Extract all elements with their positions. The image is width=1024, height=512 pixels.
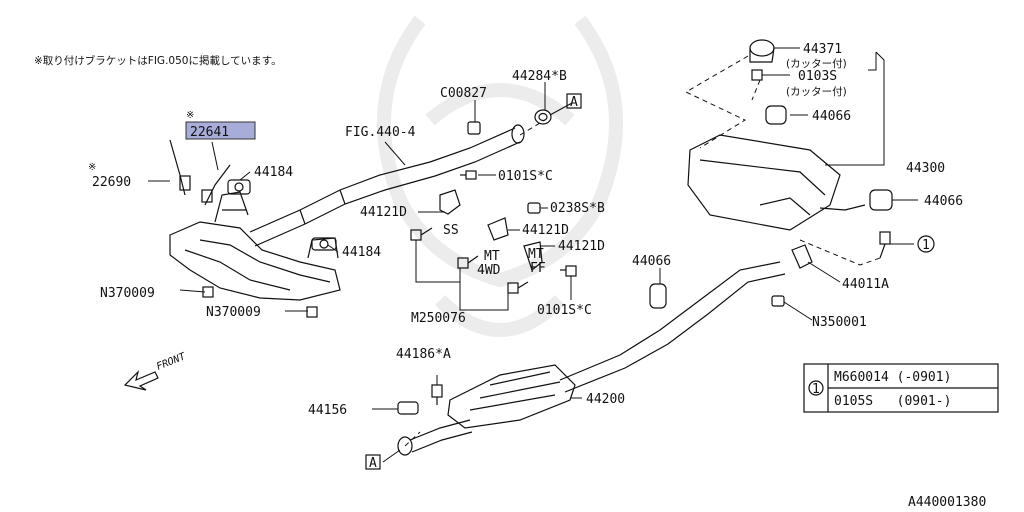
rubber-hanger-44066-mid	[649, 283, 667, 309]
leader-lines	[148, 47, 918, 463]
label-44200[interactable]: 44200	[586, 392, 625, 407]
label-mt-4wd-1: MT	[484, 249, 500, 264]
label-44156[interactable]: 44156	[308, 403, 347, 418]
label-n350001[interactable]: N350001	[812, 315, 867, 330]
label-n370009-b[interactable]: N370009	[206, 305, 261, 320]
label-44300[interactable]: 44300	[906, 161, 945, 176]
spring-44156	[397, 401, 419, 415]
nut-n350001	[771, 295, 785, 307]
front-label: FRONT	[155, 351, 188, 373]
label-0238sb[interactable]: 0238S*B	[550, 201, 605, 216]
bolt-m250076-b	[457, 255, 479, 269]
label-mt-ff-2: FF	[530, 261, 546, 276]
legend-circle-1: 1	[812, 382, 820, 397]
legend-row-2[interactable]: 0105S (0901-)	[834, 394, 951, 409]
label-44121d-a[interactable]: 44121D	[360, 205, 407, 220]
bolt-0101sc-a	[460, 170, 477, 180]
label-22641[interactable]: 22641	[190, 125, 229, 140]
bracket-note: ※取り付けブラケットはFIG.050に掲載しています。	[34, 54, 282, 67]
catalytic-converter-44200	[447, 364, 576, 429]
bracket-44121d-ss	[439, 189, 461, 215]
label-22690[interactable]: 22690	[92, 175, 131, 190]
label-mt-4wd-2: 4WD	[477, 263, 501, 278]
nut-0238sb	[527, 202, 541, 214]
box-a-top	[566, 93, 582, 109]
figure-id: A440001380	[908, 495, 986, 510]
label-a-top[interactable]: A	[570, 95, 578, 110]
label-mt-ff-1: MT	[528, 247, 544, 262]
label-a-bottom[interactable]: A	[369, 456, 377, 471]
o2-sensor-22641	[201, 164, 231, 206]
rubber-hanger-44066-top	[765, 105, 787, 125]
label-44011a[interactable]: 44011A	[842, 277, 889, 292]
label-c00827[interactable]: C00827	[440, 86, 487, 101]
exhaust-manifold	[169, 191, 341, 301]
legend-row-1[interactable]: M660014 (-0901)	[834, 370, 951, 385]
label-44184-upper[interactable]: 44184	[254, 165, 293, 180]
center-pipe	[397, 261, 786, 456]
front-pipe	[249, 124, 525, 247]
bracket-44121d-ff	[523, 241, 543, 272]
legend-table: 1 M660014 (-0901) 0105S (0901-)	[803, 363, 999, 413]
label-0101sc-a[interactable]: 0101S*C	[498, 169, 553, 184]
label-44121d-b[interactable]: 44121D	[522, 223, 569, 238]
bracket-44121d-4wd	[487, 217, 509, 241]
label-44186a[interactable]: 44186*A	[396, 347, 451, 362]
label-fig440-4[interactable]: FIG.440-4	[345, 125, 416, 140]
gasket-44184-lower	[311, 237, 337, 251]
clip-c00827	[467, 121, 481, 135]
ref-mark-22641: ※	[186, 110, 194, 121]
label-44066-right[interactable]: 44066	[924, 194, 963, 209]
bolt-m250076-c	[507, 281, 529, 294]
front-arrow-icon: FRONT	[123, 351, 188, 391]
label-cutter-1: (カッター付)	[786, 57, 847, 70]
gasket-44011a	[791, 244, 813, 269]
label-44066-top[interactable]: 44066	[812, 109, 851, 124]
box-a-bottom	[365, 454, 381, 470]
label-0101sc-b[interactable]: 0101S*C	[537, 303, 592, 318]
rubber-hanger-44066-right	[869, 189, 893, 211]
bolt-0101sc-b	[560, 265, 577, 277]
ref-mark-22690: ※	[88, 162, 96, 173]
label-circle-1[interactable]: 1	[922, 238, 930, 253]
label-44184-lower[interactable]: 44184	[342, 245, 381, 260]
label-44371[interactable]: 44371	[803, 42, 842, 57]
bolt-44186a	[431, 384, 443, 405]
bolt-circle-1	[879, 231, 891, 259]
o2-sensor-22690	[169, 139, 191, 196]
tail-pipe-cutter-44371	[749, 39, 775, 63]
label-44066-mid[interactable]: 44066	[632, 254, 671, 269]
label-0103s[interactable]: 0103S	[798, 69, 837, 84]
label-cutter-2: (カッター付)	[786, 85, 847, 98]
nut-n370009-b	[306, 306, 318, 318]
muffler-44300	[687, 134, 866, 231]
watermark-crest	[377, 15, 623, 337]
highlight-box-22641[interactable]	[185, 121, 256, 140]
label-44121d-c[interactable]: 44121D	[558, 239, 605, 254]
gasket-44284b	[534, 109, 552, 125]
label-m250076[interactable]: M250076	[411, 311, 466, 326]
label-n370009-a[interactable]: N370009	[100, 286, 155, 301]
label-44284b[interactable]: 44284*B	[512, 69, 567, 84]
label-ss: SS	[443, 223, 459, 238]
bolt-0103s	[751, 69, 763, 81]
assembly-dashed-lines	[404, 55, 881, 447]
circle-1-marker	[917, 235, 935, 253]
gasket-44184-upper	[227, 179, 251, 195]
